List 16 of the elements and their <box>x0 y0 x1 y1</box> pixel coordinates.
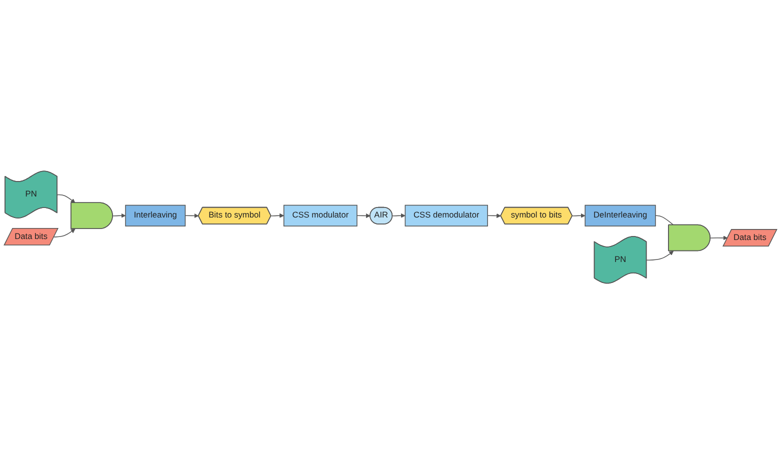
arrow <box>487 213 502 218</box>
arrow <box>646 250 674 260</box>
arrow <box>56 194 76 203</box>
arrow <box>392 213 406 218</box>
arrow <box>184 213 199 218</box>
arrow <box>356 213 370 218</box>
arrow <box>54 228 76 238</box>
arrow <box>270 213 284 218</box>
connector <box>655 215 674 226</box>
arrow <box>710 235 728 240</box>
node-box: Interleaving <box>125 204 186 226</box>
arrow <box>112 213 126 218</box>
node-box: DeInterleaving <box>584 204 656 226</box>
node-box: CSS demodulator <box>404 204 488 226</box>
node-box: CSS modulator <box>283 204 358 226</box>
arrow <box>572 213 586 218</box>
